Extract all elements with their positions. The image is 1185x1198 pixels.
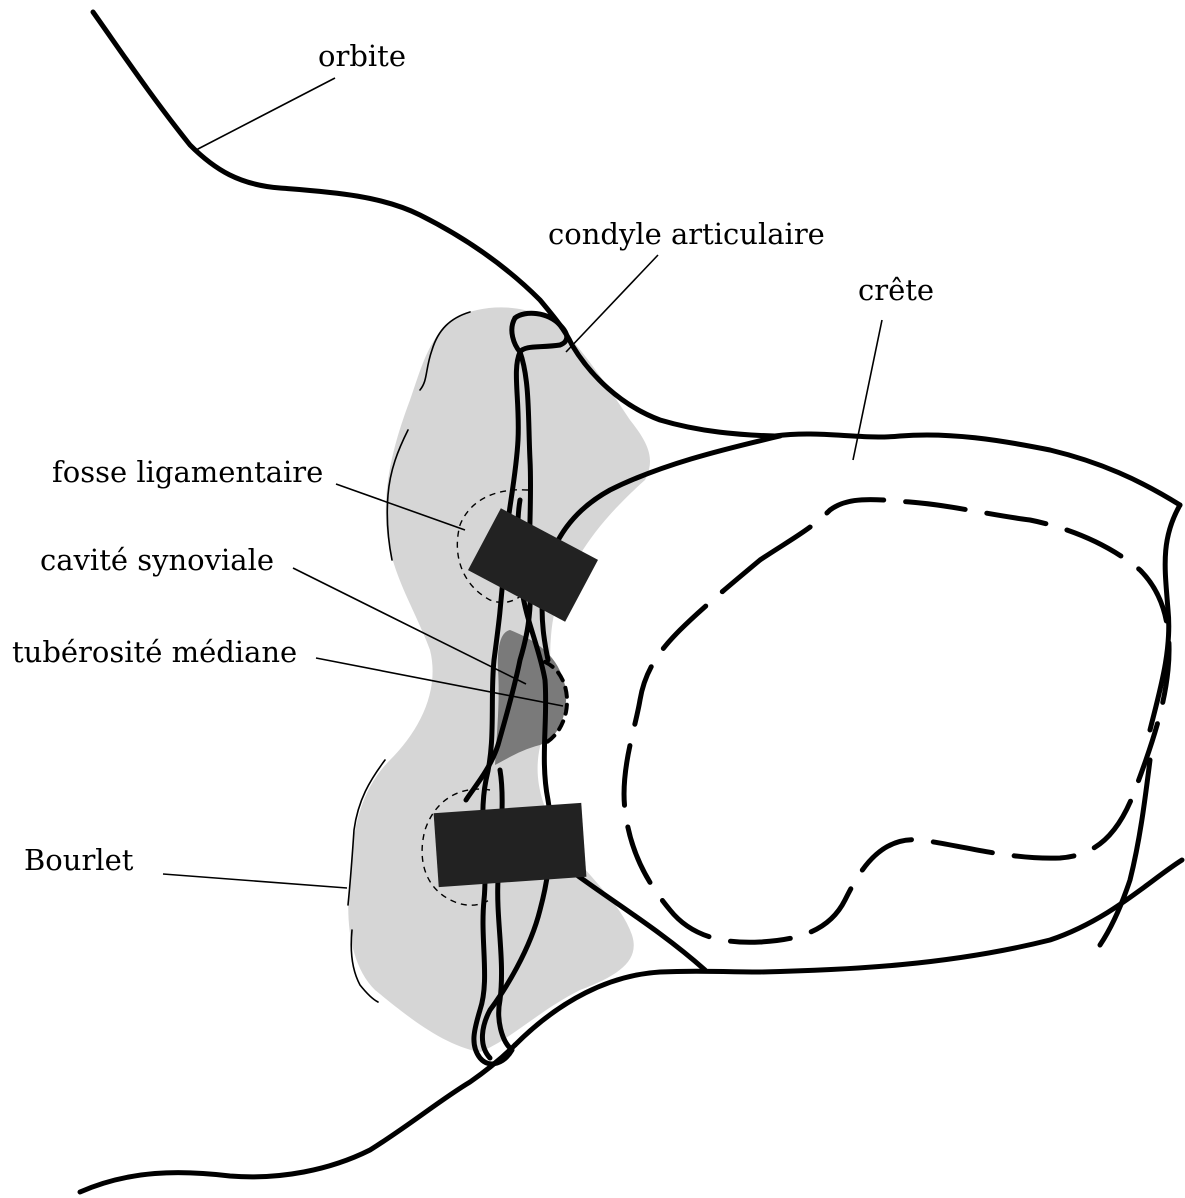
label-condyle: condyle articulaire	[548, 217, 825, 251]
label-crete: crête	[858, 273, 934, 307]
lower-contour	[80, 1045, 515, 1192]
leader-condyle	[566, 255, 658, 352]
label-fosse: fosse ligamentaire	[52, 455, 323, 489]
leader-orbite	[196, 78, 335, 150]
label-bourlet: Bourlet	[24, 843, 134, 877]
crete-inner-loop	[624, 500, 1169, 943]
leader-bourlet	[163, 874, 347, 888]
label-cavite: cavité synoviale	[40, 543, 274, 577]
label-tuberosite: tubérosité médiane	[12, 635, 297, 669]
crete-contour	[775, 434, 1180, 505]
label-orbite: orbite	[318, 39, 406, 73]
ligament-block-lower	[434, 803, 587, 887]
cavite-synoviale-region	[495, 630, 566, 765]
